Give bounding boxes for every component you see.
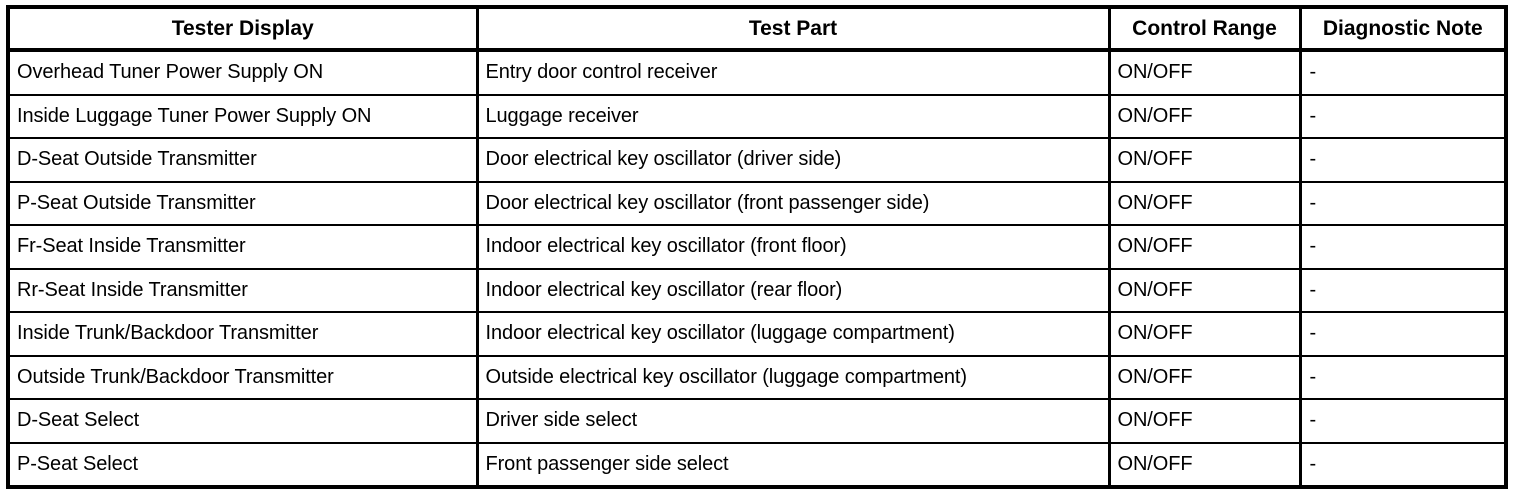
table-row: Outside Trunk/Backdoor Transmitter Outsi…: [8, 354, 1506, 399]
cell-tester-display: D-Seat Outside Transmitter: [8, 137, 479, 182]
cell-control-range: ON/OFF: [1109, 93, 1302, 138]
column-header-diagnostic-note: Diagnostic Note: [1300, 7, 1506, 52]
table-row: Inside Luggage Tuner Power Supply ON Lug…: [8, 93, 1506, 138]
table-row: Fr-Seat Inside Transmitter Indoor electr…: [8, 224, 1506, 269]
cell-diagnostic-note: -: [1309, 61, 1317, 84]
cell-diagnostic-note: -: [1300, 93, 1506, 138]
table-header-row: Tester Display Test Part Control Range D…: [8, 7, 1506, 52]
table-row: Inside Trunk/Backdoor Transmitter Indoor…: [8, 311, 1506, 356]
cell-control-range: ON/OFF: [1109, 50, 1302, 95]
table-row: Overhead Tuner Power Supply ON Entry doo…: [8, 50, 1506, 95]
table-body: Overhead Tuner Power Supply ON Entry doo…: [8, 50, 1506, 487]
table-row: D-Seat Outside Transmitter Door electric…: [8, 137, 1506, 182]
cell-tester-display: Fr-Seat Inside Transmitter: [8, 224, 479, 269]
column-header-control-range: Control Range: [1109, 7, 1302, 52]
cell-tester-display: D-Seat Select: [8, 398, 479, 443]
cell-diagnostic-note: -: [1300, 441, 1506, 487]
cell-control-range: ON/OFF: [1109, 398, 1302, 443]
cell-test-part: Entry door control receiver: [477, 50, 1111, 95]
table-row: Rr-Seat Inside Transmitter Indoor electr…: [8, 267, 1506, 312]
cell-control-range: ON/OFF: [1109, 441, 1302, 487]
cell-tester-display: Overhead Tuner Power Supply ON: [8, 50, 479, 95]
cell-test-part: Front passenger side select: [477, 441, 1111, 487]
cell-diagnostic-note: -: [1300, 267, 1506, 312]
cell-test-part: Outside electrical key oscillator (lugga…: [477, 354, 1111, 399]
table-row: D-Seat Select Driver side select ON/OFF …: [8, 398, 1506, 443]
cell-control-range: ON/OFF: [1109, 354, 1302, 399]
cell-tester-display: Inside Luggage Tuner Power Supply ON: [8, 93, 479, 138]
table-row: P-Seat Select Front passenger side selec…: [8, 441, 1506, 487]
table-header: Tester Display Test Part Control Range D…: [8, 7, 1506, 52]
cell-control-range: ON/OFF: [1109, 137, 1302, 182]
cell-tester-display: Outside Trunk/Backdoor Transmitter: [8, 354, 479, 399]
cell-tester-display: P-Seat Select: [8, 441, 479, 487]
cell-control-range: ON/OFF: [1109, 180, 1302, 225]
cell-test-part: Door electrical key oscillator (driver s…: [477, 137, 1111, 182]
cell-control-range: ON/OFF: [1109, 224, 1302, 269]
cell-tester-display: Rr-Seat Inside Transmitter: [8, 267, 479, 312]
table-row: P-Seat Outside Transmitter Door electric…: [8, 180, 1506, 225]
column-header-test-part: Test Part: [477, 7, 1111, 52]
cell-diagnostic-note: -: [1300, 311, 1506, 356]
cell-test-part: Indoor electrical key oscillator (luggag…: [477, 311, 1111, 356]
cell-tester-display: Inside Trunk/Backdoor Transmitter: [8, 311, 479, 356]
cell-test-part: Door electrical key oscillator (front pa…: [477, 180, 1111, 225]
cell-diagnostic-note: -: [1300, 137, 1506, 182]
cell-test-part: Driver side select: [477, 398, 1111, 443]
cell-diagnostic-note: -: [1300, 398, 1506, 443]
cell-test-part: Indoor electrical key oscillator (front …: [477, 224, 1111, 269]
cell-tester-display: P-Seat Outside Transmitter: [8, 180, 479, 225]
cell-control-range: ON/OFF: [1109, 311, 1302, 356]
cell-diagnostic-note: -: [1300, 180, 1506, 225]
cell-diagnostic-note: -: [1300, 224, 1506, 269]
cell-test-part: Indoor electrical key oscillator (rear f…: [477, 267, 1111, 312]
column-header-tester-display: Tester Display: [8, 7, 479, 52]
tester-display-table: Tester Display Test Part Control Range D…: [6, 5, 1508, 489]
cell-diagnostic-note: -: [1300, 354, 1506, 399]
cell-test-part: Luggage receiver: [477, 93, 1111, 138]
cell-control-range: ON/OFF: [1109, 267, 1302, 312]
